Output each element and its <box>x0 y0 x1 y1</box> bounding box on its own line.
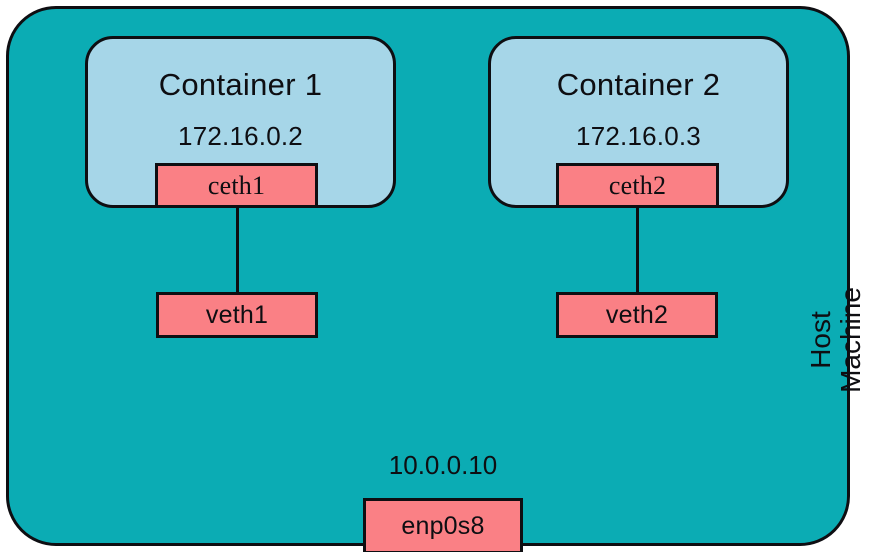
container-2-title: Container 2 <box>556 67 721 102</box>
nic-veth1-label: veth1 <box>205 300 269 329</box>
nic-veth1: veth1 <box>156 292 318 338</box>
container-1-title: Container 1 <box>158 67 323 102</box>
host-nic-ip: 10.0.0.10 <box>388 450 498 480</box>
container-2-ip: 172.16.0.3 <box>576 121 701 151</box>
nic-enp0s8-label: enp0s8 <box>401 511 485 540</box>
nic-ceth1: ceth1 <box>155 163 318 208</box>
container-1-ip: 172.16.0.2 <box>178 121 303 151</box>
nic-enp0s8: enp0s8 <box>363 498 523 552</box>
link-ceth2-veth2 <box>636 205 639 295</box>
nic-veth2: veth2 <box>556 292 718 338</box>
nic-veth2-label: veth2 <box>605 300 669 329</box>
nic-ceth2: ceth2 <box>556 163 719 208</box>
link-ceth1-veth1 <box>236 205 239 295</box>
nic-ceth2-label: ceth2 <box>608 170 667 200</box>
nic-ceth1-label: ceth1 <box>207 170 266 200</box>
